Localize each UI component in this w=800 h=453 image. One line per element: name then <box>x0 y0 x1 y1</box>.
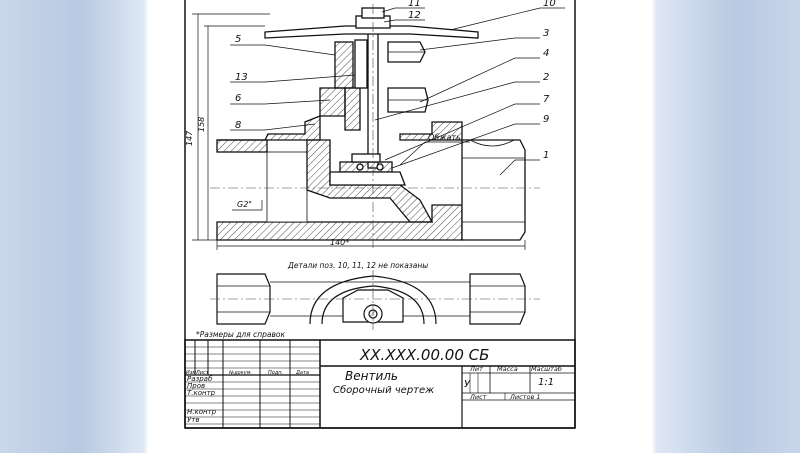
row-nkontr: Н.контр <box>187 408 217 416</box>
crimp-note: Обжать <box>428 133 461 142</box>
scale-value: 1:1 <box>538 377 554 388</box>
not-shown-note: Детали поз. 10, 11, 12 не показаны <box>287 261 428 270</box>
sheets-count: Листов 1 <box>509 393 540 401</box>
callout-7: 7 <box>543 94 550 105</box>
row-utv: Утв <box>187 416 199 424</box>
lit-header: Лит <box>469 365 483 373</box>
callout-10: 10 <box>543 0 556 9</box>
callout-8: 8 <box>235 120 241 131</box>
row-list: Лист <box>195 370 210 376</box>
callout-4: 4 <box>543 48 549 59</box>
callout-11: 11 <box>408 0 421 9</box>
thread-leader <box>232 200 263 211</box>
dim-height-147: 147 <box>185 130 194 146</box>
dim-width-140: 140* <box>330 238 349 247</box>
drawing-designation: XX.XXX.00.00 СБ <box>359 346 489 364</box>
width-dimension <box>216 240 526 250</box>
title-block <box>184 339 576 429</box>
callout-leaders <box>230 7 565 176</box>
row-izm: Изм <box>186 370 196 376</box>
thread-label: G2" <box>237 200 252 209</box>
callout-1: 1 <box>543 150 549 161</box>
mass-header: Масса <box>497 365 518 373</box>
row-data: Дата <box>295 370 309 376</box>
assembly-drawing: 147 158 140* G2" 11 12 10 5 3 4 13 <box>184 0 576 429</box>
lit-value: У <box>464 379 471 390</box>
sheet-label: Лист <box>469 393 487 401</box>
callout-9: 9 <box>543 114 549 125</box>
row-tkontr: Т.контр <box>187 389 216 397</box>
drawing-sheet: 147 158 140* G2" 11 12 10 5 3 4 13 <box>148 0 580 449</box>
valve-section-view <box>216 7 526 241</box>
callout-6: 6 <box>235 93 241 104</box>
row-prov: Пров <box>187 382 205 390</box>
row-razrab: Разраб <box>187 375 213 383</box>
callout-2: 2 <box>543 72 549 83</box>
row-ndokum: №докум. <box>228 370 252 376</box>
product-name: Вентиль <box>345 369 398 383</box>
dim-height-158: 158 <box>197 117 206 132</box>
callout-5: 5 <box>235 34 241 45</box>
center-lines <box>210 4 540 250</box>
callout-numbers: 11 12 10 5 3 4 13 2 6 7 8 9 1 <box>235 0 556 161</box>
callout-3: 3 <box>543 28 549 39</box>
title-block-text: XX.XXX.00.00 СБ Вентиль Сборочный чертеж… <box>186 346 562 424</box>
scale-header: Масштаб <box>531 365 562 373</box>
height-dimensions <box>192 13 270 241</box>
top-view-center-lines <box>210 270 540 330</box>
valve-top-view <box>216 273 526 325</box>
callout-12: 12 <box>408 10 421 21</box>
row-podp: Подп. <box>268 370 283 376</box>
callout-13: 13 <box>235 72 248 83</box>
document-type: Сборочный чертеж <box>333 384 434 396</box>
reference-dimensions-note: *Размеры для справок <box>196 330 285 339</box>
